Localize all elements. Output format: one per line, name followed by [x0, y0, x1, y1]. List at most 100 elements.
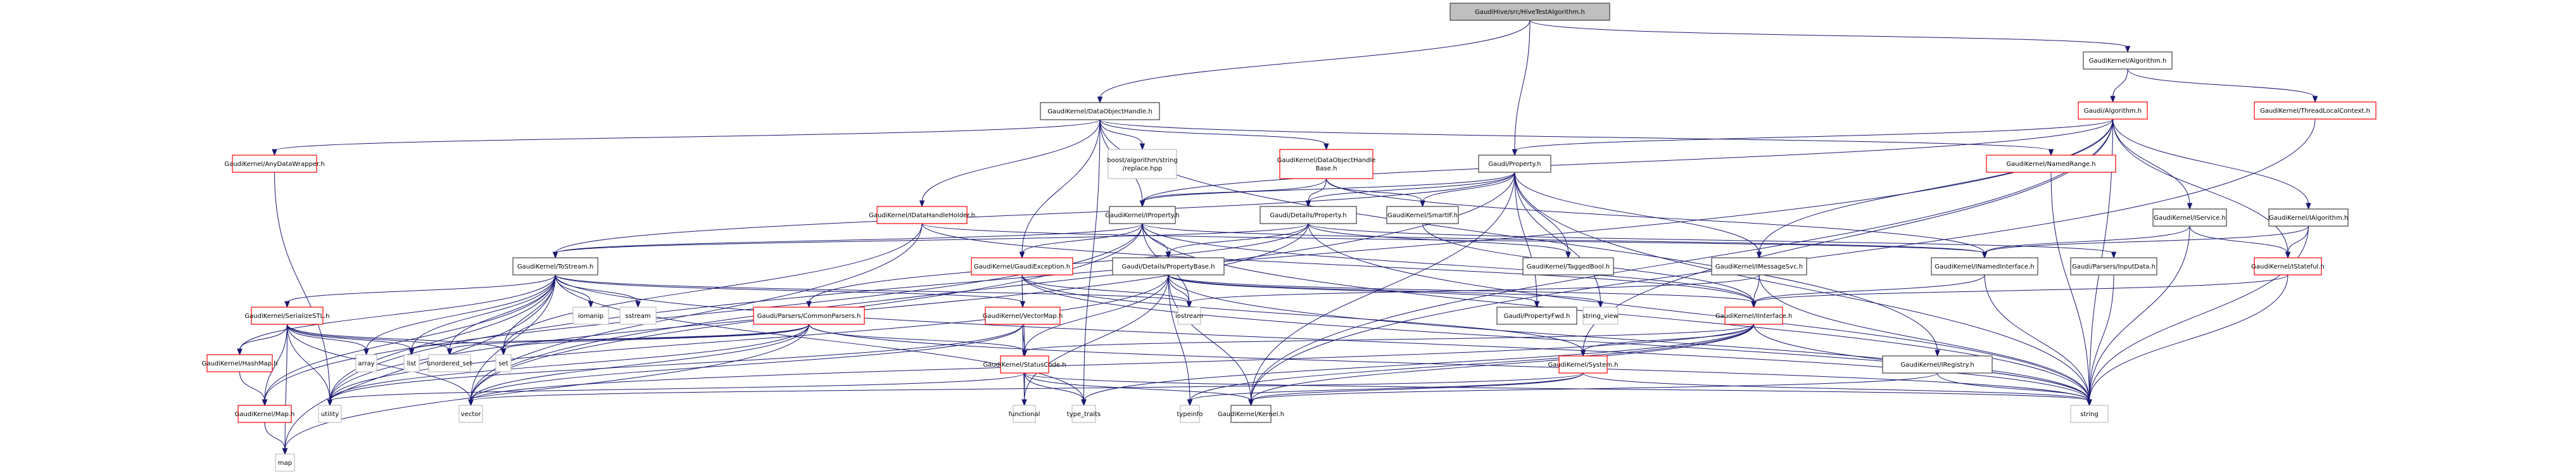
node-box — [1260, 206, 1357, 224]
node-gaudiexception[interactable]: GaudiKernel/GaudiException.h — [971, 257, 1073, 276]
edge-iproperty-to-gaudiexception — [1019, 223, 1143, 259]
edge-tostream-to-iomanip — [555, 274, 594, 308]
node-inputdata[interactable]: Gaudi/Parsers/InputData.h — [2070, 257, 2157, 276]
node-inamedinterface[interactable]: GaudiKernel/INamedInterface.h — [1931, 257, 2038, 276]
arrowhead-icon — [1580, 350, 1586, 357]
node-box — [1177, 307, 1201, 325]
edge-line — [1189, 324, 1754, 402]
edge-line — [470, 274, 556, 402]
node-iservice[interactable]: GaudiKernel/IService.h — [2152, 208, 2227, 227]
node-propertyfwd[interactable]: Gaudi/PropertyFwd.h — [1496, 307, 1577, 325]
edge-line — [287, 324, 367, 351]
node-dataobjecthandle[interactable]: GaudiKernel/DataObjectHandle.h — [1040, 102, 1160, 120]
node-propertybase[interactable]: Gaudi/Details/PropertyBase.h — [1112, 257, 1225, 276]
node-box — [1013, 405, 1036, 423]
node-property[interactable]: Gaudi/Property.h — [1478, 155, 1551, 173]
node-box — [1496, 307, 1577, 325]
edge-line — [1582, 118, 2113, 352]
node-details-property[interactable]: Gaudi/Details/Property.h — [1260, 206, 1357, 224]
node-unordered-set: unordered_set — [427, 354, 472, 372]
node-tostream[interactable]: GaudiKernel/ToStream.h — [512, 257, 598, 276]
node-kernel[interactable]: GaudiKernel/Kernel.h — [1218, 405, 1284, 423]
node-istateful[interactable]: GaudiKernel/IStateful.h — [2251, 257, 2325, 276]
edge-line — [329, 324, 1023, 402]
edge-line — [287, 274, 556, 303]
node-serializestl[interactable]: GaudiKernel/SerializeSTL.h — [244, 307, 330, 325]
node-commonparsers[interactable]: Gaudi/Parsers/CommonParsers.h — [753, 307, 865, 325]
arrowhead-icon — [1323, 143, 1329, 151]
edge-line — [1168, 274, 1601, 303]
arrowhead-icon — [1751, 301, 1757, 308]
edge-vectormap-to-vector — [468, 324, 1023, 407]
node-taggedbool[interactable]: GaudiKernel/TaggedBool.h — [1522, 257, 1614, 276]
arrowhead-icon — [1187, 399, 1193, 407]
edge-line — [1529, 20, 2128, 48]
node-iregistry[interactable]: GaudiKernel/IRegistry.h — [1882, 355, 1993, 374]
node-label: list — [407, 360, 417, 367]
edge-ialgorithm-to-inamedinterface — [1981, 225, 2309, 259]
arrowhead-icon — [1565, 251, 1571, 259]
node-iproperty[interactable]: GaudiKernel/IProperty.h — [1105, 206, 1180, 224]
edge-serializestl-to-unordered_set — [287, 324, 453, 356]
node-label: GaudiKernel/IInterface.h — [1715, 313, 1792, 320]
node-map-h[interactable]: GaudiKernel/Map.h — [235, 405, 295, 423]
arrowhead-icon — [327, 399, 333, 407]
node-type-traits: type_traits — [1067, 405, 1101, 423]
node-label: GaudiKernel/Map.h — [235, 411, 295, 418]
edge-dohbase-to-smartif — [1326, 178, 1425, 208]
arrowhead-icon — [1598, 301, 1603, 308]
node-box — [2268, 208, 2349, 227]
node-namedrange[interactable]: GaudiKernel/NamedRange.h — [1986, 155, 2116, 173]
edge-dataobjecthandle-to-namedrange — [1099, 119, 2054, 156]
node-box — [619, 307, 657, 325]
node-label: GaudiKernel/ToStream.h — [517, 263, 593, 270]
edge-line — [264, 422, 286, 450]
node-vector: vector — [458, 405, 483, 423]
node-gk-algorithm[interactable]: GaudiKernel/Algorithm.h — [2083, 51, 2173, 70]
node-gaudi-algorithm[interactable]: Gaudi/Algorithm.h — [2078, 101, 2148, 120]
node-iinterface[interactable]: GaudiKernel/IInterface.h — [1715, 307, 1792, 325]
arrowhead-icon — [272, 149, 277, 156]
edge-line — [1024, 274, 1169, 352]
edge-line — [1024, 324, 1754, 352]
edge-istateful-to-string — [2087, 274, 2289, 407]
arrowhead-icon — [919, 200, 925, 208]
node-hashmap[interactable]: GaudiKernel/HashMap.h — [202, 354, 278, 372]
node-box — [1478, 155, 1551, 173]
node-label: Gaudi/Details/Property.h — [1270, 212, 1346, 219]
node-smartif[interactable]: GaudiKernel/SmartIF.h — [1386, 206, 1459, 224]
node-label: GaudiHive/src/HiveTestAlgorithm.h — [1475, 9, 1585, 16]
node-label: Gaudi/Parsers/CommonParsers.h — [757, 313, 861, 320]
node-idatahandleholder[interactable]: GaudiKernel/IDataHandleHolder.h — [869, 206, 975, 224]
edge-system-to-string — [1582, 372, 2092, 407]
arrowhead-icon — [2306, 203, 2311, 210]
edge-iservice-to-inamedinterface — [1981, 225, 2190, 259]
edge-gaudi_algorithm-to-property — [1512, 118, 2113, 156]
node-ialgorithm[interactable]: GaudiKernel/IAlgorithm.h — [2268, 208, 2349, 227]
edge-iregistry-to-string — [1937, 372, 2092, 407]
edge-gaudi_algorithm-to-iservice — [2112, 118, 2193, 210]
node-vectormap[interactable]: GaudiKernel/VectorMap.h — [983, 307, 1063, 325]
node-box — [985, 307, 1061, 325]
node-system[interactable]: GaudiKernel/System.h — [1548, 355, 1619, 374]
arrowhead-icon — [1139, 143, 1146, 151]
node-box — [1000, 355, 1049, 374]
edge-line — [1142, 118, 2113, 203]
node-box — [2254, 257, 2322, 276]
edge-system-to-vector — [468, 372, 1584, 407]
node-label: GaudiKernel/GaudiException.h — [974, 263, 1070, 270]
edge-line — [555, 223, 1309, 254]
node-imessagesvc[interactable]: GaudiKernel/IMessageSvc.h — [1711, 257, 1807, 276]
node-statuscode[interactable]: GaudiKernel/StatusCode.h — [983, 355, 1066, 374]
arrowhead-icon — [1097, 96, 1103, 104]
edge-propertybase-to-iinterface — [1168, 274, 1757, 308]
edge-line — [284, 274, 556, 450]
node-label: GaudiKernel/IMessageSvc.h — [1715, 263, 1803, 270]
node-anydatawrapper[interactable]: GaudiKernel/AnyDataWrapper.h — [224, 155, 325, 173]
node-set: set — [495, 354, 512, 372]
node-threadlocal[interactable]: GaudiKernel/ThreadLocalContext.h — [2254, 101, 2377, 120]
edge-line — [1168, 274, 1251, 402]
edge-property-to-details_property — [1305, 172, 1515, 208]
edge-imessagesvc-to-string — [1758, 274, 2092, 407]
